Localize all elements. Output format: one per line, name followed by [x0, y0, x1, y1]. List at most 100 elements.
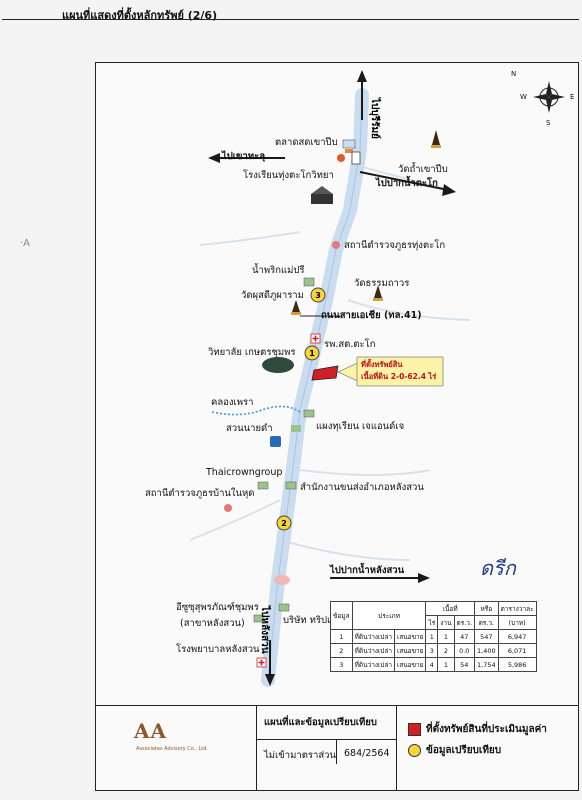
cell-wa: 47	[453, 629, 476, 644]
cell-total: 1,400	[474, 643, 499, 658]
cell-use: เสนอขาย	[394, 629, 427, 644]
cell-no: 1	[330, 629, 353, 644]
label-hospital-langsuan: โรงพยาบาลหลังสวน	[176, 644, 260, 655]
side-road	[347, 299, 471, 321]
market-icon	[342, 139, 356, 153]
car-dealer-icon	[253, 603, 290, 623]
pink-landmark-icon	[274, 575, 290, 585]
comparison-marker-1[interactable]	[304, 345, 320, 361]
road-label-southeast: ไปปากน้ำหลังสวน	[330, 565, 405, 576]
compass-north: N	[511, 70, 517, 78]
arrow-west	[208, 153, 285, 163]
label-district-office: สำนักงานขนส่งอำเภอหลังสวน	[300, 482, 424, 493]
label-thaicrown: Thaicrowngroup	[206, 467, 283, 478]
side-road	[199, 231, 301, 246]
label-wat-kumpasuk: วัดผุสดีภูผาราม	[241, 290, 304, 301]
label-police-tungtako: สถานีตำรวจภูธรทุ่งตะโก	[344, 240, 446, 251]
cell-price: 6,947	[497, 629, 537, 644]
label-market: ตลาดสดเขาปีบ	[275, 137, 338, 148]
cell-ngan: 1	[437, 629, 455, 644]
college-icon	[262, 357, 294, 373]
divider	[256, 739, 396, 740]
label-school: โรงเรียนทุ่งตะโกวิทยา	[243, 170, 334, 181]
label-canal: คลองเพรา	[211, 397, 254, 408]
temple-icon-thammaram	[373, 285, 383, 301]
th-value: ตารางวาละ	[497, 601, 537, 616]
school-icon	[311, 186, 333, 204]
logo-box: AA Associates Advisory Co., Ltd.	[96, 706, 257, 791]
compass-west: W	[520, 93, 527, 101]
thaicrown-icon	[257, 481, 269, 490]
label-ee-zusu-branch: (สาขาหลังสวน)	[180, 618, 245, 629]
temple-icon-khaopip	[431, 130, 441, 148]
document-number: 684/2564	[344, 748, 390, 759]
fuel-icon	[337, 154, 345, 162]
th-area: เนื้อที่	[425, 601, 476, 616]
company-logo: AA	[134, 719, 168, 743]
cell-use: เสนอขาย	[394, 643, 427, 658]
side-road	[279, 539, 411, 561]
label-nam-prik: น้ำพริกแม่ปรี	[252, 265, 305, 276]
comparison-table: ข้อมูล ประเภท เนื้อที่ หรือ ตารางวาละ ไร…	[330, 601, 537, 672]
comparison-marker-2[interactable]	[276, 515, 292, 531]
title-rule	[2, 19, 579, 20]
cell-no: 2	[330, 643, 353, 658]
label-wat-thammaram: วัดธรรมถาวร	[354, 278, 410, 289]
road-label-highway: ถนนสายเอเชีย (ทล.41)	[321, 310, 422, 321]
legend-property-swatch	[408, 723, 421, 736]
label-company: บริษัท ทริปเป้	[283, 615, 337, 626]
cell-wa: 54	[453, 657, 476, 672]
arrow-south	[265, 640, 275, 686]
road-label-north: ไปบุรีรัมย์	[369, 97, 382, 139]
cell-ngan: 1	[437, 657, 455, 672]
durian-shop-icon	[303, 409, 315, 418]
property-callout[interactable]	[337, 356, 444, 387]
comparison-marker-3[interactable]	[310, 287, 326, 303]
th-rai: ไร่	[425, 615, 439, 630]
company-logo-sub: Associates Advisory Co., Ltd.	[136, 746, 208, 752]
cell-total: 1,754	[474, 657, 499, 672]
th-type: ประเภท	[351, 601, 427, 630]
cell-rai: 4	[425, 657, 439, 672]
stray-mark: ·A	[20, 238, 30, 249]
cell-ngan: 2	[437, 643, 455, 658]
hospital-icon	[310, 333, 321, 344]
label-durian: แผงทุเรียน เจแอนด์เจ	[316, 421, 405, 432]
main-road-edge	[267, 94, 363, 681]
cell-price: 6,071	[497, 643, 537, 658]
office-icon-blue	[270, 436, 281, 447]
arrow-southeast	[330, 573, 430, 583]
th-ngan: งาน	[437, 615, 455, 630]
temple-icon-kumpasuk	[291, 300, 301, 315]
cell-price: 5,986	[497, 657, 537, 672]
th-price-unit: ตร.ว.	[474, 615, 499, 630]
hospital-icon-langsuan	[256, 657, 267, 668]
map-title: แผนที่และข้อมูลเปรียบเทียบ	[264, 717, 377, 728]
district-office-icon	[285, 481, 297, 490]
legend-compare-label: ข้อมูลเปรียบเทียบ	[426, 745, 502, 756]
property-marker[interactable]	[311, 365, 339, 381]
bus-stop-icon	[351, 151, 361, 165]
marker-number-2: 2	[281, 519, 287, 528]
marker-number-1: 1	[309, 349, 315, 358]
garden-icon	[291, 425, 301, 432]
police-icon-tungtako	[332, 241, 340, 249]
table-row: 1 ที่ดินว่างเปล่า เสนอขาย 1 1 47 547 6,9…	[330, 629, 537, 644]
label-temple-khaopip: วัดถ้ำเขาปีบ	[398, 164, 448, 175]
police-icon-bannhut	[224, 504, 232, 512]
legend-compare-swatch	[408, 744, 421, 757]
road-label-south: ไปหลังสวน	[259, 605, 272, 654]
cell-type: ที่ดินว่างเปล่า	[351, 643, 396, 658]
table-row: 2 ที่ดินว่างเปล่า เสนอขาย 3 2 0.0 1,400 …	[330, 643, 537, 658]
th-wa: ตร.ว.	[453, 615, 476, 630]
road-label-east: ไปปากน้ำตะโก	[376, 178, 438, 189]
cell-rai: 3	[425, 643, 439, 658]
cell-type: ที่ดินว่างเปล่า	[351, 657, 396, 672]
arrow-east	[359, 171, 456, 196]
main-road	[261, 88, 369, 687]
cell-no: 3	[330, 657, 353, 672]
cell-rai: 1	[425, 629, 439, 644]
signature: ดรีก	[480, 556, 517, 580]
road-label-west: ไปเขาทะลุ	[222, 151, 266, 162]
